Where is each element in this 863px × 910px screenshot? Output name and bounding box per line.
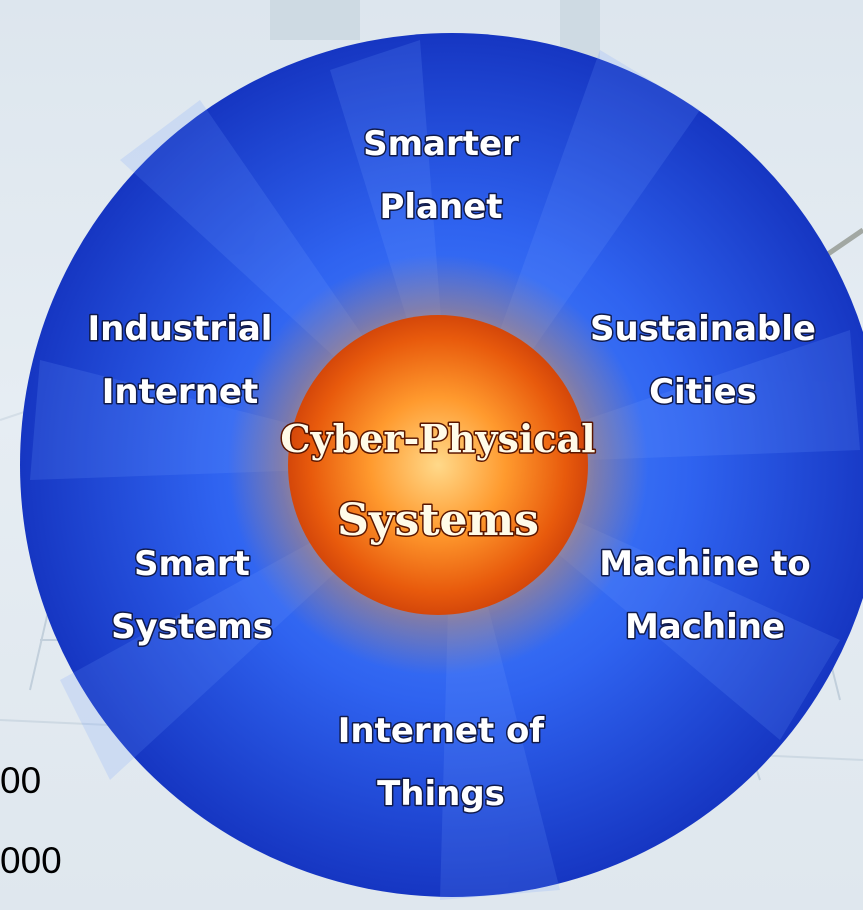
node-label-line2: Internet bbox=[102, 372, 258, 412]
node-label-line2: Cities bbox=[649, 372, 757, 412]
node-industrial-internet: Industrial Internet bbox=[86, 308, 274, 414]
node-label-line1: Industrial bbox=[88, 309, 273, 349]
node-label-line1: Internet of bbox=[338, 711, 546, 751]
node-label-line2: Systems bbox=[111, 607, 273, 647]
node-sustainable-cities: Sustainable Cities bbox=[589, 308, 818, 414]
node-smart-systems: Smart Systems bbox=[110, 543, 275, 649]
node-label-line1: Sustainable bbox=[590, 309, 816, 349]
node-label-line2: Things bbox=[377, 774, 505, 814]
building-silhouette bbox=[270, 0, 360, 40]
center-label-line1: Cyber-Physical bbox=[280, 416, 595, 461]
node-label-line2: Planet bbox=[379, 187, 502, 227]
node-label-line1: Smarter bbox=[363, 124, 519, 164]
node-label-line1: Smart bbox=[134, 544, 250, 584]
node-machine-to-machine: Machine to Machine bbox=[598, 543, 813, 649]
core-circle bbox=[288, 315, 588, 615]
node-label-line1: Machine to bbox=[599, 544, 811, 584]
center-label-line2: Systems bbox=[337, 495, 539, 546]
node-internet-of-things: Internet of Things bbox=[336, 710, 547, 816]
node-label-line2: Machine bbox=[625, 607, 785, 647]
edge-text-line1: 00 bbox=[0, 760, 42, 801]
edge-text-line2: 000 bbox=[0, 840, 62, 881]
node-smarter-planet: Smarter Planet bbox=[362, 123, 521, 229]
